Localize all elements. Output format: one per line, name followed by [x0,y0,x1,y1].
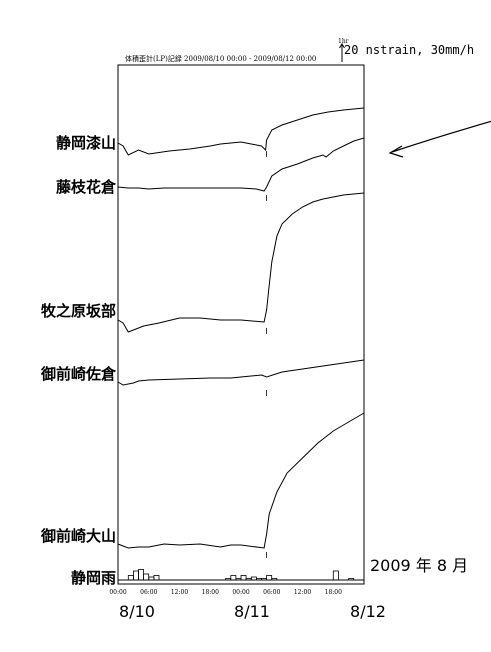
x-tick-label: 18:00 [202,589,219,596]
station-label-3: 牧之原坂部 [41,302,116,320]
date-labels: 8/10 8/11 8/12 [119,602,386,621]
x-tick-label: 18:00 [325,589,342,596]
rain-bar [225,578,232,581]
series-layer [117,107,365,549]
rain-bar [240,575,247,581]
x-tick-label: 00:00 [232,589,249,596]
scale-label: 20 nstrain, 30mm/h [344,43,474,57]
annotation-arrowhead [388,145,404,158]
plot-frame [117,64,365,585]
rain-bar [235,578,242,581]
station-label-5: 御前崎大山 [40,527,116,545]
scale-mark: 1hr [338,38,349,45]
series-line-1 [117,107,365,156]
rain-bar [348,578,355,581]
x-tick-label: 06:00 [140,589,157,596]
date-label: 8/10 [119,602,155,621]
date-label: 8/12 [350,602,386,621]
rain-bar [127,575,134,581]
rain-bar [266,575,273,581]
series-line-2 [117,137,365,192]
date-label: 8/11 [234,602,270,621]
scale-arrowhead [339,43,345,49]
station-label-4: 御前崎佐倉 [40,365,117,383]
series-line-3 [117,192,365,333]
rain-bar [153,575,160,581]
rain-bar [138,569,144,581]
x-tick-label: 00:00 [109,589,126,596]
station-label-2: 藤枝花倉 [56,178,117,196]
series-line-5 [117,412,365,549]
rain-bar [230,575,237,581]
rain-bar [245,578,252,581]
x-tick-labels: 00:00 06:00 12:00 18:00 00:00 06:00 12:00 18:00 [109,589,342,596]
rain-bar [261,578,267,581]
series-line-4 [117,359,365,386]
chart-title: 体積歪計(LP)記録 2009/08/10 00:00 - 2009/08/12… [125,54,316,63]
annotation-arrow [391,120,491,153]
rain-bar [255,578,262,581]
x-tick-label: 06:00 [263,589,280,596]
x-tick-label: 12:00 [171,589,188,596]
rain-bar [332,570,339,581]
rain-bar [143,573,150,581]
station-label-1: 静岡漆山 [56,134,116,152]
rain-bar [132,570,139,581]
x-tick-label: 12:00 [294,589,311,596]
rain-label: 静岡雨 [71,569,116,587]
rain-bars [118,569,364,581]
rain-bar [271,578,278,581]
caption: 2009 年 8 月 [370,556,468,575]
